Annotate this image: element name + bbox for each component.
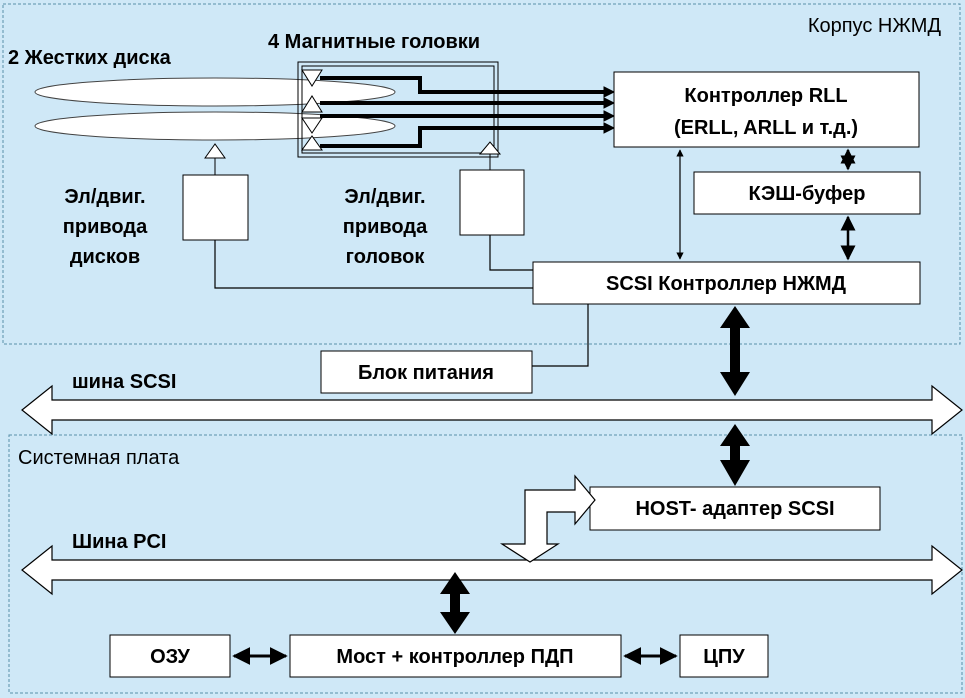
- ram-box: [109, 634, 231, 678]
- disk-motor-box: [182, 143, 249, 241]
- cache-buffer-label: КЭШ-буфер: [749, 183, 866, 205]
- bridge-box: [289, 634, 622, 678]
- scsi-bus-arrow: [21, 384, 963, 436]
- head-wires: [320, 76, 616, 148]
- disks-label: 2 Жестких диска: [8, 47, 172, 69]
- rll-controller-line1: Контроллер RLL: [684, 85, 847, 107]
- scsi-link-arrows: [440, 306, 750, 634]
- host-adapter-box: [589, 486, 881, 531]
- head-motor-label-3: головок: [346, 246, 426, 268]
- head-motor-label-2: привода: [343, 216, 428, 238]
- ram-label: ОЗУ: [150, 646, 190, 668]
- scsi-controller-label: SCSI Контроллер НЖМД: [606, 273, 846, 295]
- hdd-case-label: Корпус НЖМД: [808, 15, 942, 37]
- heads-label: 4 Магнитные головки: [268, 31, 480, 53]
- scsi-controller-box: [532, 261, 921, 305]
- head-motor-box: [459, 154, 525, 236]
- cpu-label: ЦПУ: [703, 646, 745, 668]
- cpu-box: [679, 634, 769, 678]
- rll-controller-box: [613, 71, 920, 148]
- host-pci-hollow-arrow: [499, 474, 596, 563]
- motherboard-region: [8, 434, 963, 694]
- head-assembly: [297, 61, 502, 158]
- disk-motor-label-2: привода: [63, 216, 148, 238]
- disk-motor-label-1: Эл/двиг.: [64, 186, 145, 208]
- pci-bus-label: Шина PCI: [72, 531, 167, 553]
- motherboard-label: Системная плата: [18, 447, 180, 469]
- bridge-label: Мост + контроллер ПДП: [336, 646, 573, 668]
- scsi-bus-label: шина SCSI: [72, 371, 176, 393]
- hard-disks: [34, 77, 396, 141]
- disk-motor-label-3: дисков: [70, 246, 140, 268]
- internal-arrows: [676, 148, 856, 261]
- rll-controller-line2: (ERLL, ARLL и т.д.): [674, 117, 858, 139]
- head-motor-label-1: Эл/двиг.: [344, 186, 425, 208]
- hdd-case-region: [2, 3, 961, 345]
- host-adapter-label: HOST- адаптер SCSI: [635, 498, 834, 520]
- control-wires: [214, 235, 589, 367]
- power-supply-box: [320, 350, 533, 394]
- power-supply-label: Блок питания: [358, 362, 494, 384]
- cache-buffer-box: [693, 171, 921, 215]
- pci-bus-arrow: [21, 544, 963, 596]
